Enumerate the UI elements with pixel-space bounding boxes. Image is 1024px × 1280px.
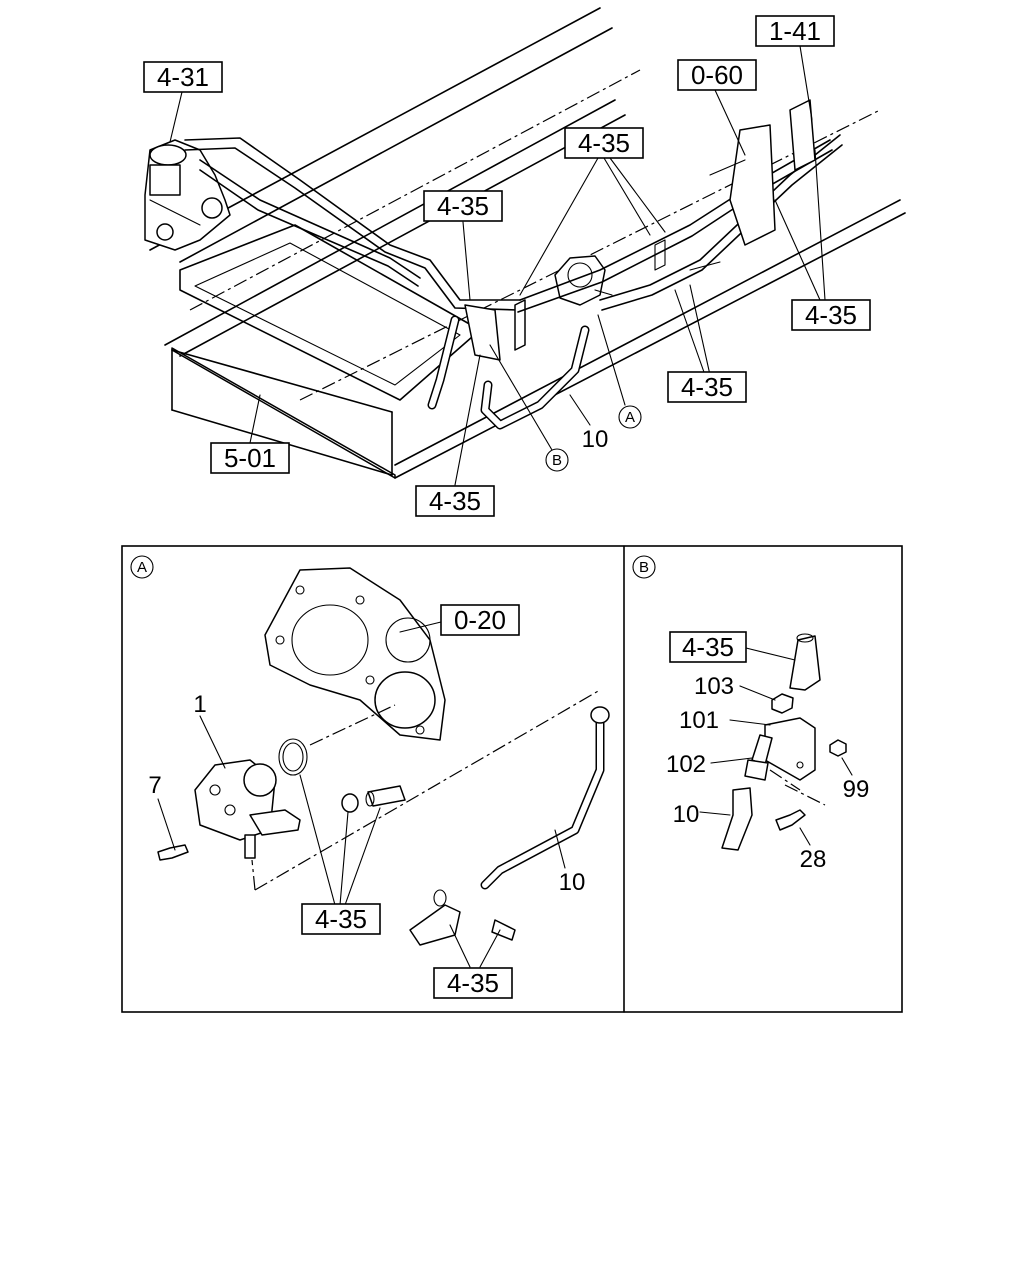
detail-b-view: B 4-35 103 101 102 99 10 [632, 555, 870, 873]
detail-a-marker: A [137, 559, 147, 576]
sleeve-pipe [367, 785, 406, 807]
ref-1-41: 1-41 [769, 16, 821, 46]
part-7: 7 [148, 772, 161, 799]
pump-part-1 [194, 759, 301, 859]
bolt-28 [775, 809, 806, 831]
ref-4-35-upper-left: 4-35 [437, 191, 489, 221]
ref-box-4-35-upper-left [423, 190, 503, 222]
part-1: 1 [193, 691, 206, 718]
detail-marker-b: B [552, 452, 562, 469]
part-10-top: 10 [582, 426, 609, 453]
detail-marker-a: A [625, 409, 635, 426]
detail-marker-a-circle [618, 405, 642, 429]
ref-4-31: 4-31 [157, 62, 209, 92]
part-103: 103 [694, 673, 734, 700]
ref-5-01: 5-01 [224, 443, 276, 473]
ref-4-35-detail-a-left: 4-35 [315, 904, 367, 934]
hose-end-10 [721, 787, 753, 851]
ref-box-4-35-bottom [415, 485, 495, 517]
ref-box-4-35-detail-a-bottom [433, 967, 513, 999]
part-10-detail-a: 10 [559, 869, 586, 896]
part-99: 99 [843, 776, 870, 803]
ref-4-35-bottom: 4-35 [429, 486, 481, 516]
detail-panel-frame [121, 545, 903, 1013]
ref-box-4-35-detail-a-left [301, 903, 381, 935]
part-101: 101 [679, 707, 719, 734]
ref-4-35-detail-a-bottom: 4-35 [447, 968, 499, 998]
detail-a-marker-circle [130, 555, 154, 579]
ref-box-4-35-detail-b [669, 631, 747, 663]
bracket-101 [764, 717, 816, 781]
ref-box-5-01 [210, 442, 290, 474]
ref-0-60: 0-60 [691, 60, 743, 90]
detail-b-marker: B [639, 559, 649, 576]
ref-box-4-35-center [564, 127, 644, 159]
ref-box-0-60 [677, 59, 757, 91]
ref-box-4-31 [143, 61, 223, 93]
part-102: 102 [666, 751, 706, 778]
top-assembly-view: 4-31 1-41 0-60 4-35 4-35 4-35 4-35 4-35 … [143, 7, 906, 517]
o-ring [278, 738, 308, 776]
nut-99 [829, 739, 847, 757]
ref-box-4-35-right [791, 299, 871, 331]
ref-box-1-41 [755, 15, 835, 47]
part-28: 28 [800, 846, 827, 873]
detail-b-marker-circle [632, 555, 656, 579]
ref-4-35-detail-b: 4-35 [682, 632, 734, 662]
ref-4-35-lower-right: 4-35 [681, 372, 733, 402]
ref-box-0-20 [440, 604, 520, 636]
ref-box-4-35-lower-right [667, 371, 747, 403]
ref-4-35-center: 4-35 [578, 128, 630, 158]
ref-4-35-right: 4-35 [805, 300, 857, 330]
nut-103 [771, 693, 794, 714]
detail-a-view: A [130, 555, 610, 999]
detail-marker-b-circle [545, 448, 569, 472]
ref-0-20: 0-20 [454, 605, 506, 635]
sleeve-small [341, 793, 359, 813]
steering-gear [144, 139, 231, 251]
part-10-detail-b: 10 [673, 801, 700, 828]
